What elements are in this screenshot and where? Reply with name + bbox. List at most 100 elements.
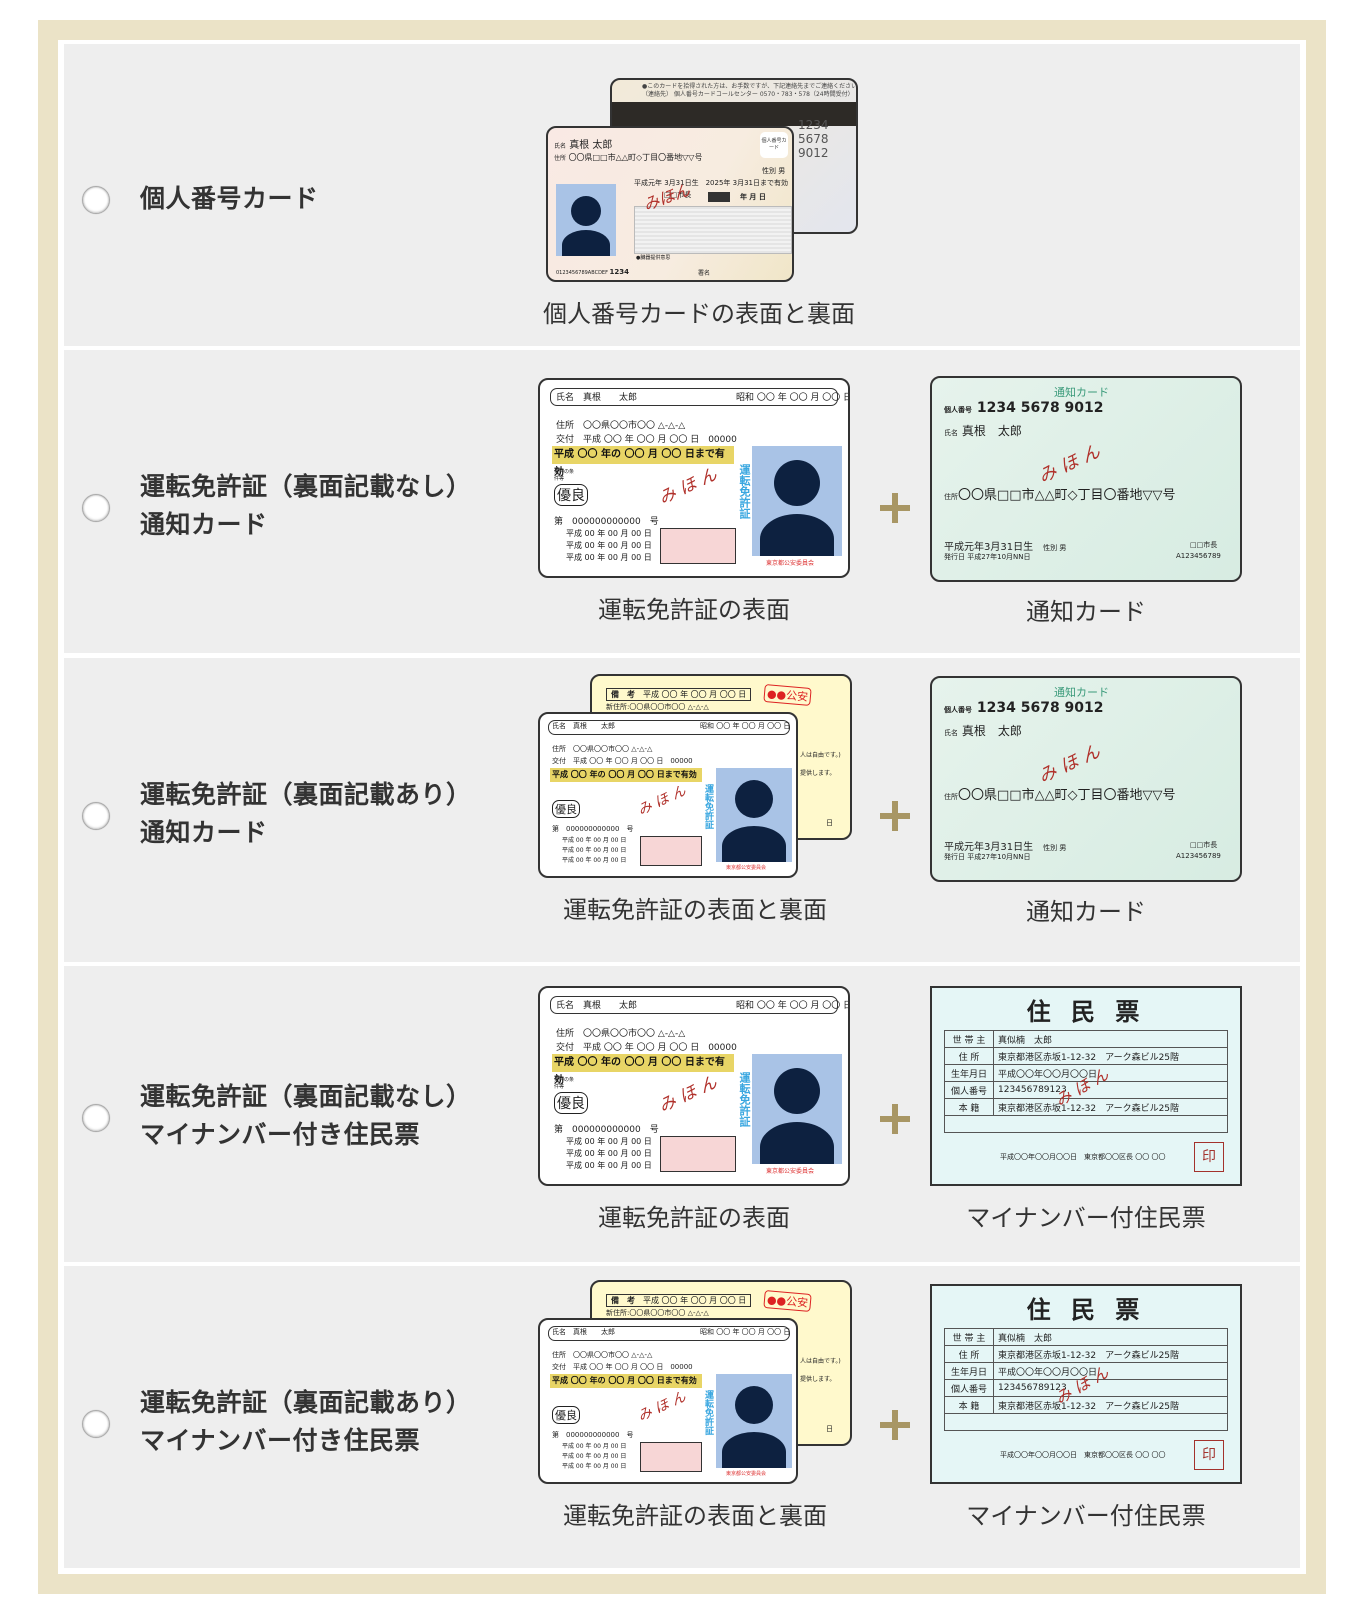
document-caption: マイナンバー付住民票 [966,1502,1206,1530]
remarks-row: 備 考 平成 〇〇 年 〇〇 月 〇〇 日 [606,688,752,701]
portrait-photo [716,768,792,862]
radio-button[interactable] [82,494,110,522]
license-title: 運転免許証 [703,784,713,829]
resident-record-image: 住 民 票 世 帯 主真似楠 太郎 住 所東京都港区赤坂1-12-32 アーク森… [930,1284,1242,1484]
address-field: 住所 〇〇県〇〇市〇〇 △-△-△ [552,1351,653,1359]
organ-note: ●臓器提供意思 [636,255,671,261]
address-field: 住所 〇〇県〇〇市〇〇 △-△-△ [556,1029,686,1039]
new-address: 新住所:〇〇県〇〇市〇〇 △-△-△ [606,1309,709,1317]
portrait-photo [752,446,842,556]
birth-field: 平成元年3月31日生 性別 男 [944,542,1067,553]
option-license-no-back-resident-record[interactable]: 運転免許証（裏面記載なし）マイナンバー付き住民票 氏名 真根 太郎 昭和 〇〇 … [64,966,1300,1262]
issuer: □□市長 [1190,541,1218,549]
serial-number: A123456789 [1176,552,1221,560]
grade-badge: 優良 [554,1092,588,1114]
card-number: 個人番号 1234 5678 9012 [944,700,1104,716]
birth-field: 平成元年3月31日生 性別 男 [944,842,1067,853]
license-class-grid [660,528,736,564]
mynumber-card-front: 氏名 真根 太郎 住所 〇〇県□□市△△町◇丁目〇番地▽▽号 個人番号カード 性… [546,126,794,282]
license-front-image: 氏名 真根 太郎 昭和 〇〇 年 〇〇 月 〇〇 日 住所 〇〇県〇〇市〇〇 △… [538,378,850,578]
option-license-no-back-notification[interactable]: 運転免許証（裏面記載なし）通知カード 氏名 真根 太郎 昭和 〇〇 年 〇〇 月… [64,350,1300,653]
license-front-image: 氏名 真根 太郎 昭和 〇〇 年 〇〇 月 〇〇 日 住所 〇〇県〇〇市〇〇 △… [538,986,850,1186]
card-notice: ●このカードを拾得された方は、お手数ですが、下記連絡先までご連絡ください。（連絡… [642,83,858,98]
record-table: 世 帯 主真似楠 太郎 住 所東京都港区赤坂1-12-32 アーク森ビル25階 … [944,1030,1228,1133]
option-license-with-back-notification[interactable]: 運転免許証（裏面記載あり）通知カード 備 考 平成 〇〇 年 〇〇 月 〇〇 日… [64,658,1300,962]
record-row: 世 帯 主真似楠 太郎 [944,1030,1228,1048]
card-number: 個人番号 1234 5678 9012 [944,400,1104,416]
record-row: 本 籍東京都港区赤坂1-12-32 アーク森ビル25階 [944,1098,1228,1116]
address-field: 住所〇〇県□□市△△町◇丁目〇番地▽▽号 [944,788,1176,803]
license-title: 運転免許証 [738,1072,751,1127]
record-footer: 平成〇〇年〇〇月〇〇日 東京都〇〇区長 〇〇 〇〇 [1000,1451,1166,1459]
license-dates: 平成 00 年 00 月 00 日平成 00 年 00 月 00 日平成 00 … [566,1137,652,1170]
radio-button[interactable] [82,186,110,214]
plus-icon [880,1104,910,1134]
name-row [548,720,790,735]
license-front-image: 氏名 真根 太郎 昭和 〇〇 年 〇〇 月 〇〇 日 住所 〇〇県〇〇市〇〇 △… [538,712,798,878]
license-number: 第 000000000000 号 [552,1431,634,1439]
record-row: 生年月日平成〇〇年〇〇月〇〇日 [944,1362,1228,1380]
grade-badge: 優良 [552,1406,580,1424]
license-number: 第 000000000000 号 [552,825,634,833]
radio-button[interactable] [82,1104,110,1132]
name-field: 氏名 真根 太郎 [556,393,638,403]
date-label: 年 月 日 [740,193,766,201]
authority: 東京都公安委員会 [726,1471,767,1477]
note-text: 提供します。 [800,770,836,777]
license-title: 運転免許証 [703,1390,713,1435]
sample-watermark: み ほ ん [1035,741,1104,788]
conditions-label: 免許の条件等 [554,469,575,482]
record-row: 生年月日平成〇〇年〇〇月〇〇日 [944,1064,1228,1082]
record-row: 世 帯 主真似楠 太郎 [944,1328,1228,1346]
name-row [548,1326,790,1341]
sample-watermark: み ほ ん [635,1388,689,1425]
option-license-with-back-resident-record[interactable]: 運転免許証（裏面記載あり）マイナンバー付き住民票 備 考 平成 〇〇 年 〇〇 … [64,1266,1300,1568]
issued-date: 発行日 平成27年10月NN日 [944,853,1031,861]
option-label: 運転免許証（裏面記載あり）通知カード [140,780,472,847]
radio-button[interactable] [82,1410,110,1438]
validity-banner: 平成 〇〇 年の 〇〇 月 〇〇 日まで有効 [552,1054,734,1086]
license-class-grid [640,1442,702,1472]
license-number: 第 000000000000 号 [554,517,659,527]
portrait-photo [716,1374,792,1468]
portrait-photo [752,1054,842,1164]
option-label: 運転免許証（裏面記載なし）通知カード [140,472,472,539]
document-caption: 通知カード [1026,598,1146,626]
notification-card-image: 通知カード 個人番号 1234 5678 9012 氏名 真根 太郎 住所〇〇県… [930,676,1242,882]
issue-field: 交付 平成 〇〇 年 〇〇 月 〇〇 日 00000 [556,435,737,445]
record-row: 本 籍東京都港区赤坂1-12-32 アーク森ビル25階 [944,1396,1228,1414]
validity-banner: 平成 〇〇 年の 〇〇 月 〇〇 日まで有効 [550,1374,702,1388]
note-text: 人は自由です。) [800,1358,841,1365]
note-text: 日 [826,819,833,827]
name-field: 氏名 真根 太郎 [552,1328,615,1336]
license-title: 運転免許証 [738,464,751,519]
conditions-label: 免許の条件等 [554,1077,575,1090]
notification-card-image: 通知カード 個人番号 1234 5678 9012 氏名 真根 太郎 住所〇〇県… [930,376,1242,582]
address-field: 住所〇〇県□□市△△町◇丁目〇番地▽▽号 [944,488,1176,503]
document-caption: 運転免許証の表面 [598,596,790,624]
name-field: 氏名 真根 太郎 [556,1001,638,1011]
record-row: 住 所東京都港区赤坂1-12-32 アーク森ビル25階 [944,1345,1228,1363]
name-row [550,388,838,406]
option-label: 個人番号カード [140,184,319,213]
address-field: 住所 〇〇県〇〇市〇〇 △-△-△ [556,421,686,431]
license-class-grid [640,836,702,866]
note-text: 人は自由です。) [800,752,841,759]
resident-record-image: 住 民 票 世 帯 主真似楠 太郎 住 所東京都港区赤坂1-12-32 アーク森… [930,986,1242,1186]
name-field: 氏名 真根 太郎 [552,722,615,730]
record-row: 住 所東京都港区赤坂1-12-32 アーク森ビル25階 [944,1047,1228,1065]
issuer: □□市長 [1190,841,1218,849]
option-label: 運転免許証（裏面記載あり）マイナンバー付き住民票 [140,1388,472,1455]
license-dates: 平成 00 年 00 月 00 日平成 00 年 00 月 00 日平成 00 … [562,837,627,864]
sample-watermark: み ほ ん [655,1072,721,1117]
police-stamp: ●●公安 [763,683,812,707]
sample-watermark: み ほ ん [1035,441,1104,488]
radio-button[interactable] [82,802,110,830]
issue-field: 交付 平成 〇〇 年 〇〇 月 〇〇 日 00000 [552,757,693,765]
sample-watermark: み ほ ん [655,464,721,509]
option-mynumber-card[interactable]: 個人番号カード ●このカードを拾得された方は、お手数ですが、下記連絡先までご連絡… [64,44,1300,346]
document-caption: 個人番号カードの表面と裏面 [543,300,855,328]
authority: 東京都公安委員会 [766,1168,815,1175]
issued-date: 発行日 平成27年10月NN日 [944,553,1031,561]
